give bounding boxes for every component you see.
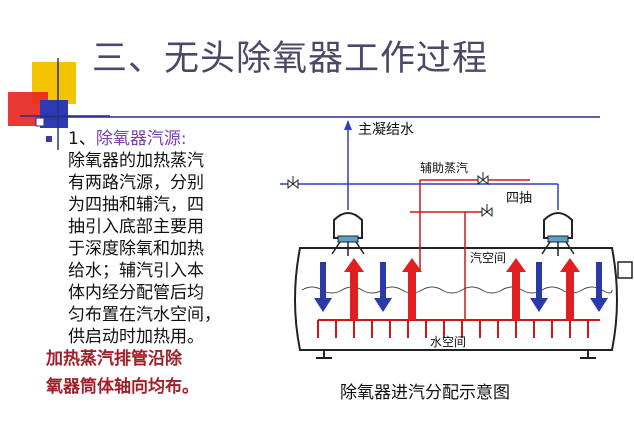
label-steam-space: 汽空间	[470, 250, 506, 265]
water-arrow	[374, 262, 392, 312]
steam-arrow	[506, 258, 526, 320]
label-water-space: 水空间	[430, 335, 466, 349]
text-line: 除氧器的加热蒸汽	[68, 151, 204, 171]
deco-blue-square	[40, 100, 68, 128]
text-line: 体内经分配管后均	[68, 283, 204, 303]
label-fourth-extraction: 四抽	[506, 191, 532, 206]
vessel-supports	[316, 350, 596, 359]
condensate-arrow-up	[344, 120, 352, 130]
right-spray-head	[541, 212, 575, 256]
emphasis-line: 加热蒸汽排管沿除	[46, 349, 182, 369]
aux-steam-valve-icon	[477, 172, 489, 186]
extraction-valve-icon	[481, 204, 493, 218]
deco-small-square	[35, 117, 45, 127]
water-arrow	[530, 262, 548, 312]
water-arrows	[314, 262, 608, 312]
text-line: 给水；辅汽引入本	[68, 261, 204, 281]
steam-arrow	[344, 258, 364, 320]
emphasis-line: 氧器筒体轴向均布。	[46, 377, 199, 397]
left-spray-head	[331, 212, 365, 256]
left-valve-icon	[287, 176, 299, 190]
vessel-end-nozzle	[617, 261, 633, 279]
bullet-square	[46, 136, 52, 142]
aux-steam-pipe	[410, 179, 530, 320]
text-line: 为四抽和辅汽，四	[68, 195, 204, 215]
steam-arrow	[560, 258, 580, 320]
water-arrow	[314, 262, 332, 312]
heading-text: 除氧器汽源:	[95, 129, 187, 149]
text-line: 于深度除氧和加热	[68, 239, 204, 259]
steam-arrows	[344, 258, 580, 320]
water-arrow	[590, 262, 608, 312]
description-paragraph: 1、除氧器汽源: 除氧器的加热蒸汽 有两路汽源，分别 为四抽和辅汽，四 抽引入底…	[46, 128, 258, 398]
corner-decoration	[8, 58, 110, 150]
label-main-condensate: 主凝结水	[358, 122, 414, 138]
label-aux-steam: 辅助蒸汽	[420, 160, 468, 175]
title-underline	[40, 116, 600, 118]
heading-number: 1、	[68, 129, 96, 149]
text-line: 匀布置在汽水空间，	[68, 305, 221, 325]
steam-arrow	[402, 258, 422, 320]
slide-title: 三、无头除氧器工作过程	[92, 39, 489, 79]
text-line: 有两路汽源，分别	[68, 173, 204, 193]
text-line: 供启动时加热用。	[68, 327, 204, 347]
steam-distribution-header	[317, 319, 600, 338]
diagram-caption: 除氧器进汽分配示意图	[340, 383, 510, 403]
text-line: 抽引入底部主要用	[68, 217, 204, 237]
